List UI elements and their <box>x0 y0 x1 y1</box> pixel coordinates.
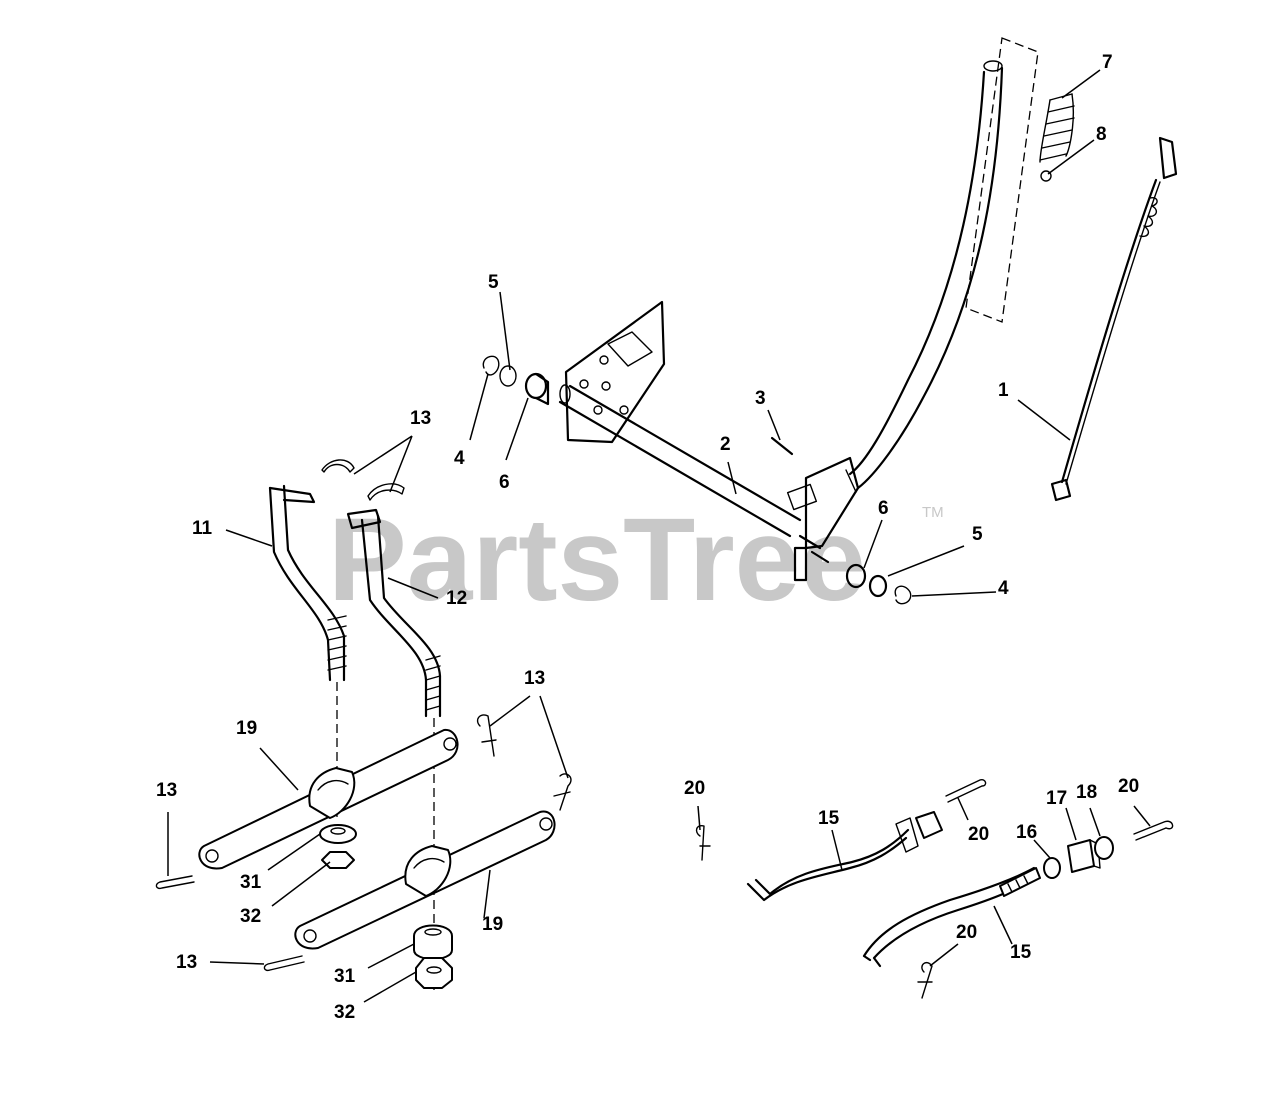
cross-shaft-part-2 <box>558 384 830 564</box>
drag-link-part-15-upper <box>746 811 943 902</box>
callout-19: 19 <box>236 718 257 739</box>
watermark-trademark: TM <box>922 504 944 521</box>
callout-15: 15 <box>818 808 840 829</box>
callout-20: 20 <box>1118 776 1139 797</box>
spacer-part-31-lower <box>413 924 453 960</box>
spring-part-7 <box>1039 93 1075 163</box>
callout-19: 19 <box>482 914 503 935</box>
callout-13: 13 <box>524 668 545 689</box>
callout-13: 13 <box>156 780 177 801</box>
washer-part-16 <box>1043 857 1061 879</box>
nut-part-18 <box>1094 836 1114 860</box>
lift-rod-part-1 <box>1050 136 1178 502</box>
washer-part-8 <box>1040 170 1052 182</box>
callout-18: 18 <box>1076 782 1097 803</box>
callout-4: 4 <box>454 448 465 469</box>
drag-link-part-15-lower <box>862 866 1041 968</box>
callout-6: 6 <box>878 498 889 519</box>
left-shaft-hardware <box>482 355 550 406</box>
spacer-part-31-upper <box>319 824 357 844</box>
nut-part-32-lower <box>415 957 453 989</box>
hitch-pins-arms <box>155 714 572 972</box>
watermark-text: PartsTree <box>328 494 866 626</box>
lift-arm-part-19-lower <box>294 810 556 950</box>
callout-labels: 7 8 5 3 13 4 2 1 6 11 6 5 4 12 13 19 13 … <box>156 52 1139 1023</box>
mounting-plate <box>564 300 666 444</box>
callout-13: 13 <box>410 408 431 429</box>
callout-17: 17 <box>1046 788 1067 809</box>
callout-15: 15 <box>1010 942 1032 963</box>
lift-link-part-11 <box>268 484 347 682</box>
right-shaft-hardware <box>845 563 912 605</box>
leader-lines <box>167 69 1151 1003</box>
callout-4: 4 <box>998 578 1009 599</box>
clips-part-20 <box>695 778 1174 999</box>
pin-part-3 <box>770 436 794 456</box>
callout-32: 32 <box>334 1002 355 1023</box>
callout-5: 5 <box>972 524 983 545</box>
callout-13: 13 <box>176 952 197 973</box>
callout-2: 2 <box>720 434 731 455</box>
callout-3: 3 <box>755 388 766 409</box>
callout-7: 7 <box>1102 52 1113 73</box>
callout-16: 16 <box>1016 822 1037 843</box>
callout-8: 8 <box>1096 124 1107 145</box>
callout-20: 20 <box>968 824 989 845</box>
callout-20: 20 <box>684 778 705 799</box>
lift-link-part-12 <box>346 508 442 718</box>
callout-31: 31 <box>334 966 356 987</box>
callout-5: 5 <box>488 272 499 293</box>
callout-12: 12 <box>446 588 467 609</box>
lift-arm-part-19-upper <box>198 728 459 870</box>
hitch-pins-top <box>321 459 405 501</box>
lift-handle <box>786 37 1039 582</box>
callout-31: 31 <box>240 872 262 893</box>
callout-11: 11 <box>192 518 213 539</box>
nut-part-32-upper <box>321 851 355 869</box>
callout-1: 1 <box>998 380 1009 401</box>
callout-6: 6 <box>499 472 510 493</box>
callout-32: 32 <box>240 906 261 927</box>
callout-20: 20 <box>956 922 977 943</box>
